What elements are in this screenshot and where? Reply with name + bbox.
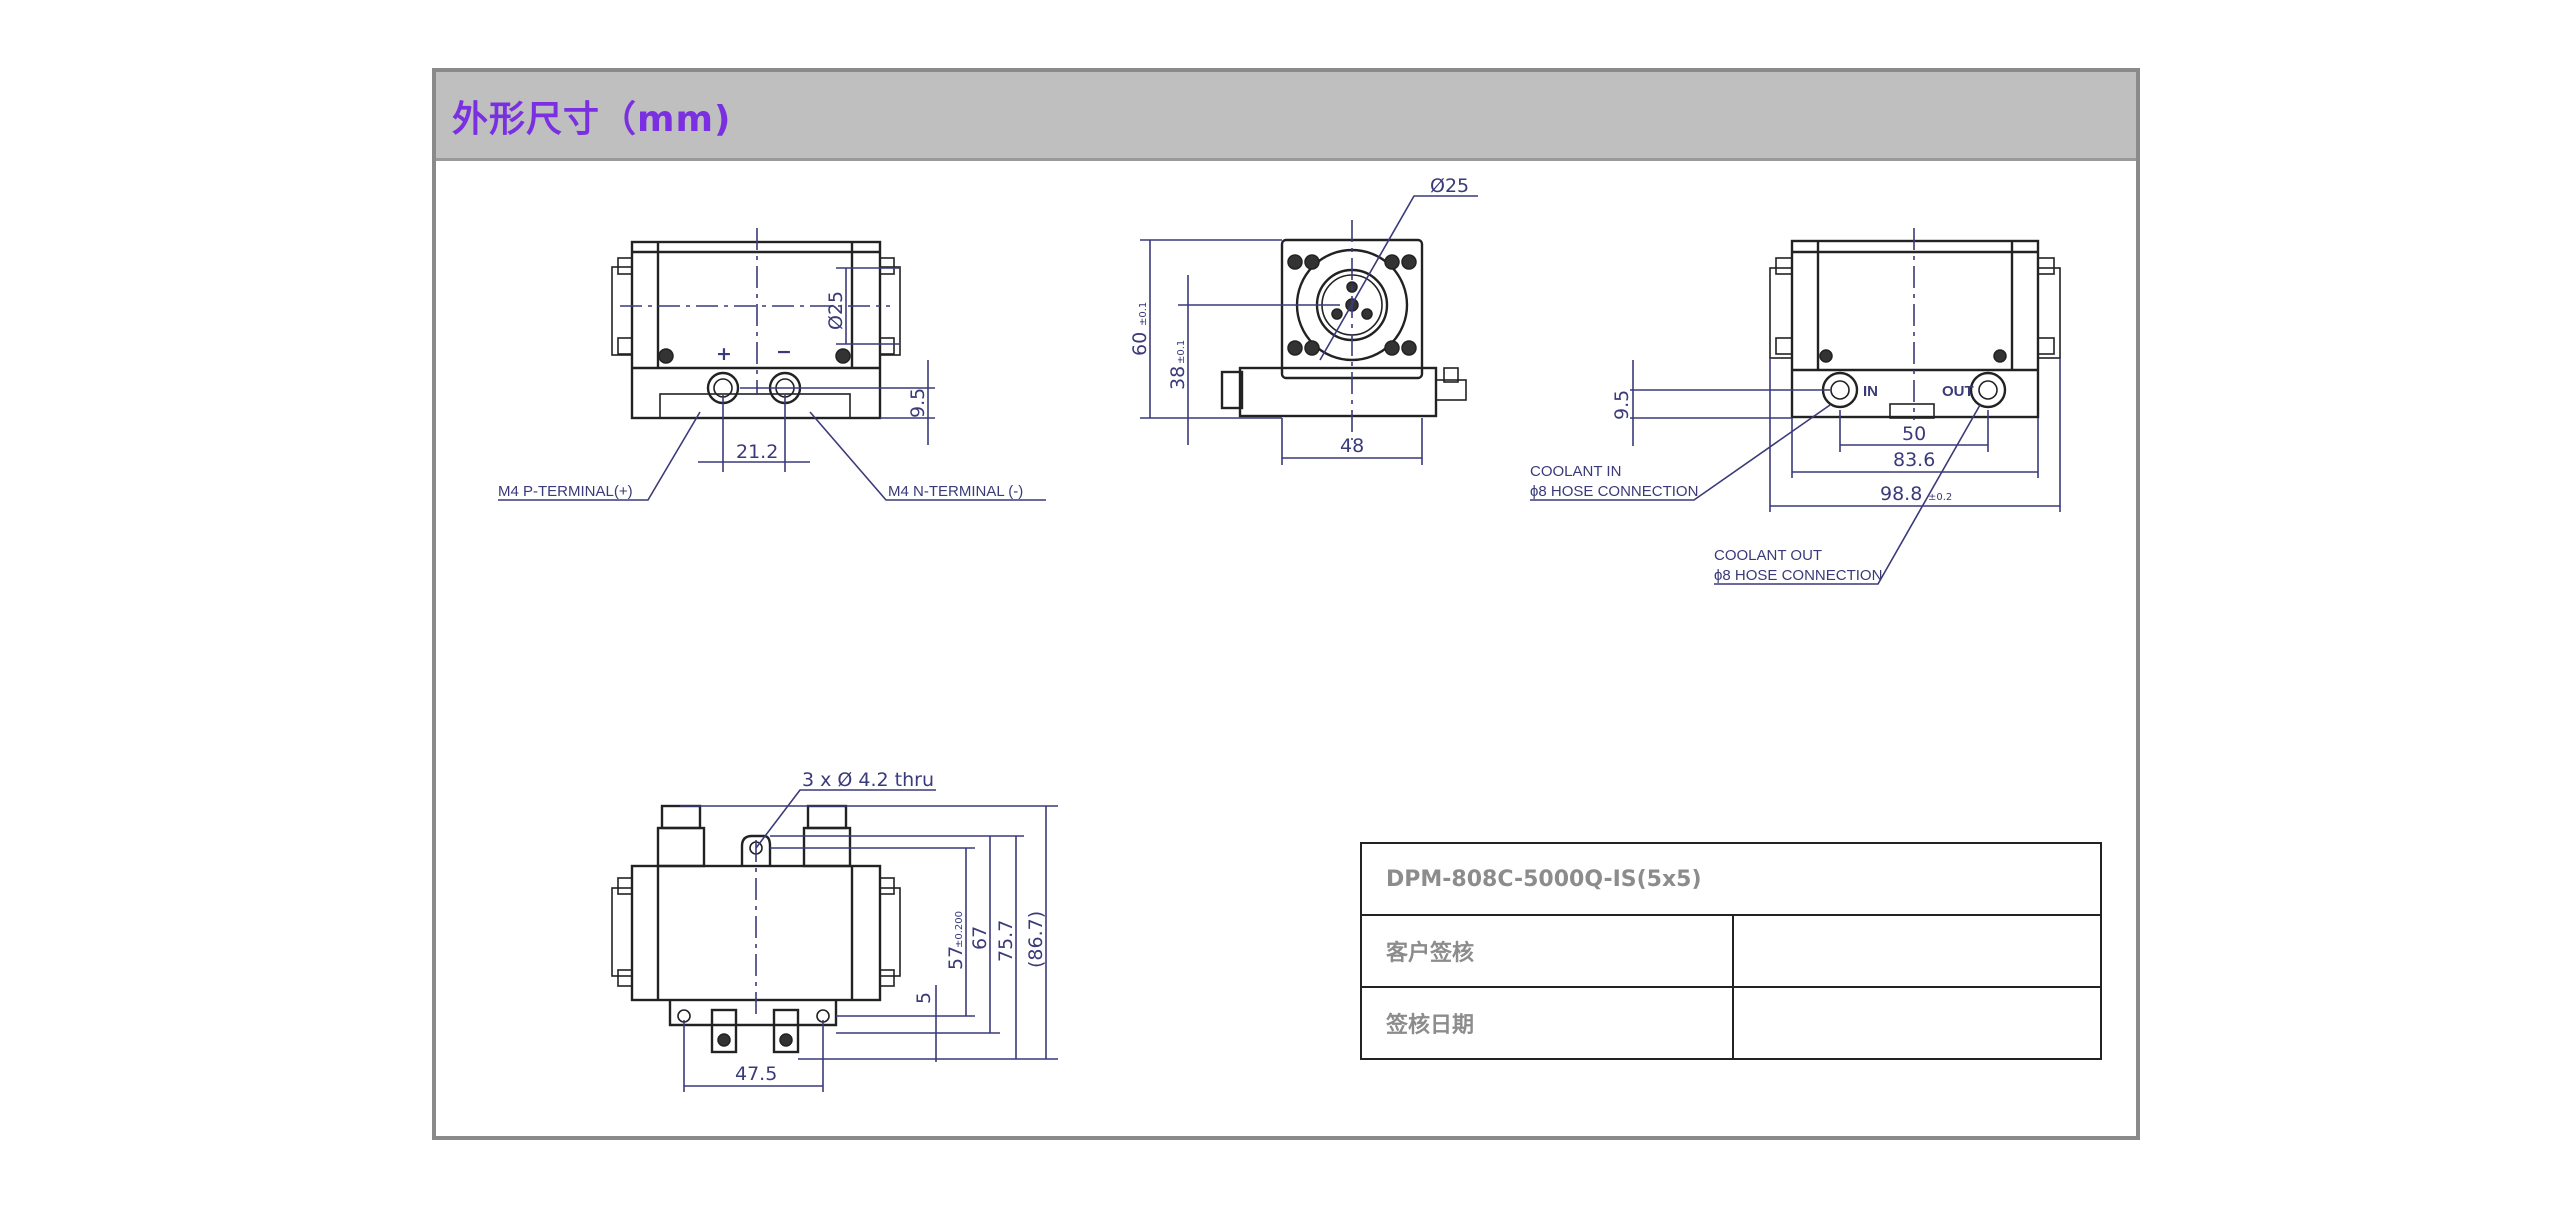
approval-date-field[interactable] [1732, 986, 2102, 1060]
rear-dim-height: 9.5 [1611, 390, 1633, 420]
panel-header: 外形尺寸（mm) [436, 72, 2136, 161]
bottom-dim-67: 67 [969, 926, 991, 950]
side-dim-diameter: Ø25 [1430, 175, 1469, 197]
side-dim-height-total: 60 [1129, 332, 1151, 356]
holes-note: 3 x Ø 4.2 thru [802, 769, 934, 791]
approval-date-label: 签核日期 [1360, 986, 1734, 1060]
bottom-view: 3 x Ø 4.2 thru 57 ±0.200 67 75.7 (86.7) … [611, 769, 1058, 1092]
rear-view: IN OUT 9.5 50 83.6 98.8 ±0.2 COOLANT IN … [1530, 228, 2061, 585]
bottom-dim-75-7: 75.7 [995, 920, 1017, 962]
minus-label: − [776, 341, 792, 363]
front-dim-diameter: Ø25 [825, 291, 847, 330]
side-dim-height-center: 38 [1167, 366, 1189, 390]
screw-icon [658, 348, 674, 364]
customer-approval-label: 客户签核 [1360, 914, 1734, 988]
bottom-dim-5: 5 [913, 992, 935, 1004]
bottom-dim-57: 57 [945, 946, 967, 970]
plus-label: + [716, 343, 732, 365]
coolant-out-fitting [1969, 371, 2007, 409]
side-dim-width: 48 [1340, 435, 1364, 457]
table-row: 客户签核 [1360, 914, 2102, 988]
screw-icon [835, 348, 851, 364]
out-label: OUT [1942, 383, 1974, 400]
front-view: + − Ø25 9.5 21.2 M4 P-TERMINAL(+) M4 N-T… [498, 228, 1046, 501]
side-dim-height-center-tol: ±0.1 [1176, 340, 1187, 364]
front-side-fin-left [611, 266, 633, 356]
rear-dim-spacing: 50 [1902, 423, 1926, 445]
coolant-out-note-1: COOLANT OUT [1714, 547, 1822, 564]
p-terminal-note: M4 P-TERMINAL(+) [498, 483, 633, 500]
rear-dim-width-inner: 83.6 [1893, 449, 1935, 471]
front-dim-height: 9.5 [907, 388, 929, 418]
table-row: 签核日期 [1360, 986, 2102, 1060]
bottom-dim-86-7: (86.7) [1025, 911, 1047, 968]
side-base [1238, 366, 1438, 418]
front-side-fin-right [879, 266, 901, 356]
table-row: DPM-808C-5000Q-IS(5x5) [1360, 842, 2102, 916]
coolant-in-note-1: COOLANT IN [1530, 463, 1621, 480]
bottom-dim-57-tol: ±0.200 [954, 911, 965, 948]
screw-icon [1819, 349, 1833, 363]
screw-icon [1993, 349, 2007, 363]
dimensions-panel: 外形尺寸（mm) [432, 68, 2140, 1140]
customer-approval-field[interactable] [1732, 914, 2102, 988]
in-label: IN [1863, 383, 1878, 400]
coolant-out-note-2: ϕ8 HOSE CONNECTION [1714, 567, 1882, 584]
rear-dim-width-total-tol: ±0.2 [1928, 492, 1952, 503]
coolant-in-note-2: ϕ8 HOSE CONNECTION [1530, 483, 1698, 500]
side-view: 60 ±0.1 38 ±0.1 48 Ø25 [1129, 175, 1478, 465]
panel-title: 外形尺寸（mm) [452, 99, 732, 140]
n-terminal-note: M4 N-TERMINAL (-) [888, 483, 1023, 500]
rear-dim-width-total: 98.8 [1880, 483, 1922, 505]
side-dim-height-total-tol: ±0.1 [1138, 302, 1149, 326]
bottom-dim-47-5: 47.5 [735, 1063, 777, 1085]
front-dim-spacing: 21.2 [736, 441, 778, 463]
approval-table: DPM-808C-5000Q-IS(5x5) 客户签核 签核日期 [1360, 842, 2102, 1060]
model-cell: DPM-808C-5000Q-IS(5x5) [1360, 842, 2102, 916]
